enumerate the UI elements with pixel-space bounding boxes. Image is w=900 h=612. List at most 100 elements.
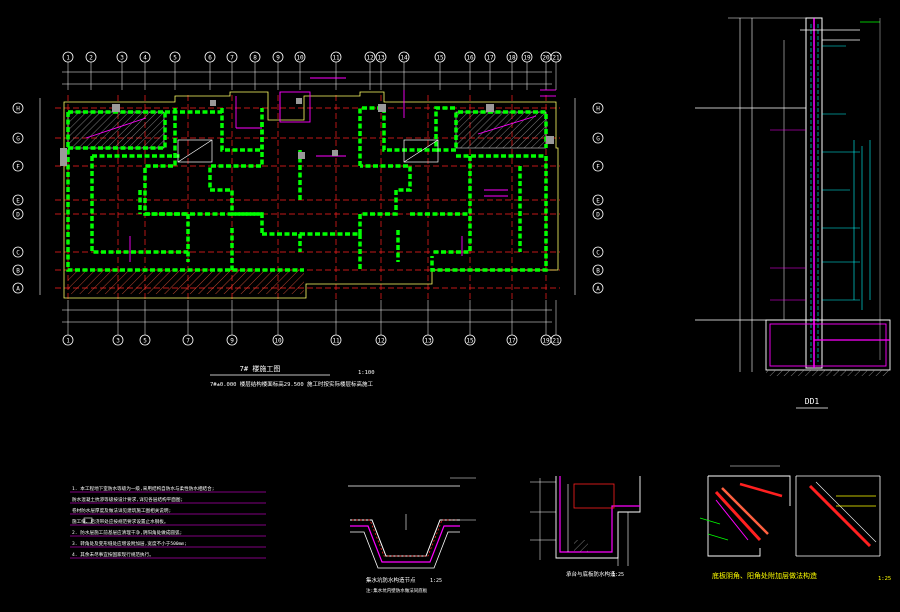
grid-bubble-right: F	[592, 160, 604, 172]
grid-bubble-top: 19	[521, 51, 533, 63]
grid-bubble-label: 9	[276, 54, 280, 61]
grid-bubble-circle	[592, 160, 604, 172]
grid-bubble-bottom: 10	[272, 334, 284, 346]
grid-bubble-label: 9	[230, 337, 234, 344]
base-hatch-strip	[68, 270, 304, 294]
grid-bubble-bottom: 12	[375, 334, 387, 346]
grid-bubble-label: 5	[173, 54, 177, 61]
grid-bubble-circle	[592, 132, 604, 144]
detail1-title: 集水坑防水构造节点	[366, 576, 416, 584]
grid-bubble-bottom: 15	[464, 334, 476, 346]
grid-bubble-circle	[12, 282, 24, 294]
grid-bubble-top: 17	[484, 51, 496, 63]
grid-bubble-label: 16	[466, 54, 474, 61]
plan-columns	[60, 98, 554, 166]
grid-bubble-label: E	[16, 197, 20, 204]
grid-bubble-label: 1	[66, 54, 70, 61]
grid-bubble-bottom: 1	[62, 334, 74, 346]
grid-bubble-label: 11	[332, 337, 340, 344]
grid-bubble-top: 10	[294, 51, 306, 63]
grid-bubble-bottom: 9	[226, 334, 238, 346]
grid-bubble-label: 13	[377, 54, 385, 61]
stair-hatch-left	[67, 111, 165, 149]
grid-bubble-top: 21	[550, 51, 562, 63]
grid-bubble-bottom: 21	[550, 334, 562, 346]
plan-cross-marks	[177, 139, 439, 163]
grid-bubble-top: 8	[249, 51, 261, 63]
grid-bubble-label: 3	[116, 337, 120, 344]
grid-bubble-label: F	[16, 163, 20, 170]
grid-bubble-left: G	[12, 132, 24, 144]
grid-bubble-left: E	[12, 194, 24, 206]
grid-bubble-circle	[592, 264, 604, 276]
notes-block	[70, 491, 266, 559]
grid-bubble-right: E	[592, 194, 604, 206]
grid-bubble-top: 1	[62, 51, 74, 63]
detail2-title: 承台与底板防水构造	[566, 570, 616, 578]
grid-bubble-right: B	[592, 264, 604, 276]
plan-grid-right: H G F ED CB A	[592, 102, 604, 294]
note-line: 1. 本工程地下室防水等级为一级,采用结构自防水与柔性防水相结合;	[72, 485, 214, 492]
grid-bubble-circle	[592, 282, 604, 294]
grid-bubble-label: D	[16, 211, 20, 218]
plan-dimension-lines	[39, 71, 576, 323]
grid-bubble-bottom: 17	[506, 334, 518, 346]
grid-bubble-circle	[592, 208, 604, 220]
grid-bubble-left: A	[12, 282, 24, 294]
note-line: 4. 其余未尽事宜按国家现行规范执行。	[72, 551, 154, 558]
grid-bubble-right: D	[592, 208, 604, 220]
grid-bubble-label: 18	[508, 54, 516, 61]
grid-bubble-right: C	[592, 246, 604, 258]
grid-bubble-right: H	[592, 102, 604, 114]
grid-bubble-label: 2	[89, 54, 93, 61]
grid-bubble-label: 6	[208, 54, 212, 61]
grid-bubble-top: 12	[364, 51, 376, 63]
grid-bubble-top: 3	[116, 51, 128, 63]
grid-bubble-bottom: 11	[330, 334, 342, 346]
grid-bubble-label: F	[596, 163, 600, 170]
grid-bubble-label: 13	[424, 337, 432, 344]
plan-subtitle: 7#±0.000 楼层结构楼面标高29.500 施工时按实际楼层标高施工	[210, 380, 373, 388]
detail-corner-reinforcement	[699, 465, 881, 557]
detail1-scale: 1:25	[430, 578, 442, 584]
grid-bubble-bottom: 7	[182, 334, 194, 346]
grid-bubble-label: C	[16, 249, 20, 256]
grid-bubble-label: 15	[466, 337, 474, 344]
plan-title: 7# 楼施工图	[240, 364, 281, 373]
grid-bubble-label: 12	[377, 337, 385, 344]
grid-bubble-label: A	[596, 285, 600, 292]
grid-bubble-label: G	[16, 135, 20, 142]
grid-bubble-label: 20	[542, 54, 550, 61]
grid-bubble-label: 11	[332, 54, 340, 61]
grid-bubble-label: 10	[296, 54, 304, 61]
note-line: 防水混凝土抗渗等级按设计要求,详见各层结构平面图;	[72, 496, 183, 503]
grid-bubble-label: 15	[436, 54, 444, 61]
grid-bubble-label: G	[596, 135, 600, 142]
grid-bubble-label: E	[596, 197, 600, 204]
note-line: 卷材防水层厚度及做法详见建筑施工图相关说明;	[72, 507, 171, 514]
grid-bubble-right: G	[592, 132, 604, 144]
note-line: 2. 防水层施工前基层应清理干净,阴阳角处做成圆弧;	[72, 529, 182, 536]
grid-bubble-top: 18	[506, 51, 518, 63]
grid-bubble-label: 8	[253, 54, 257, 61]
grid-bubble-left: F	[12, 160, 24, 172]
grid-bubble-bottom: 13	[422, 334, 434, 346]
grid-bubble-circle	[592, 194, 604, 206]
detail3-title: 底板阴角、阳角处附加层做法构造	[712, 571, 817, 580]
grid-bubble-top: 6	[204, 51, 216, 63]
grid-bubble-label: A	[16, 285, 20, 292]
grid-bubble-label: 17	[508, 337, 516, 344]
grid-bubble-bottom: 19	[540, 334, 552, 346]
grid-bubble-label: 1	[66, 337, 70, 344]
grid-bubble-label: 12	[366, 54, 374, 61]
grid-bubble-right: A	[592, 282, 604, 294]
plan-slab-outline	[63, 91, 559, 299]
grid-bubble-label: 5	[143, 337, 147, 344]
detail1-sub: 注:集水坑内壁防水做法同底板	[366, 587, 428, 594]
note-line: 施工缝、后浇带处应按规范要求设置止水钢板。	[72, 518, 168, 525]
grid-bubble-top: 7	[226, 51, 238, 63]
grid-bubble-top: 14	[398, 51, 410, 63]
